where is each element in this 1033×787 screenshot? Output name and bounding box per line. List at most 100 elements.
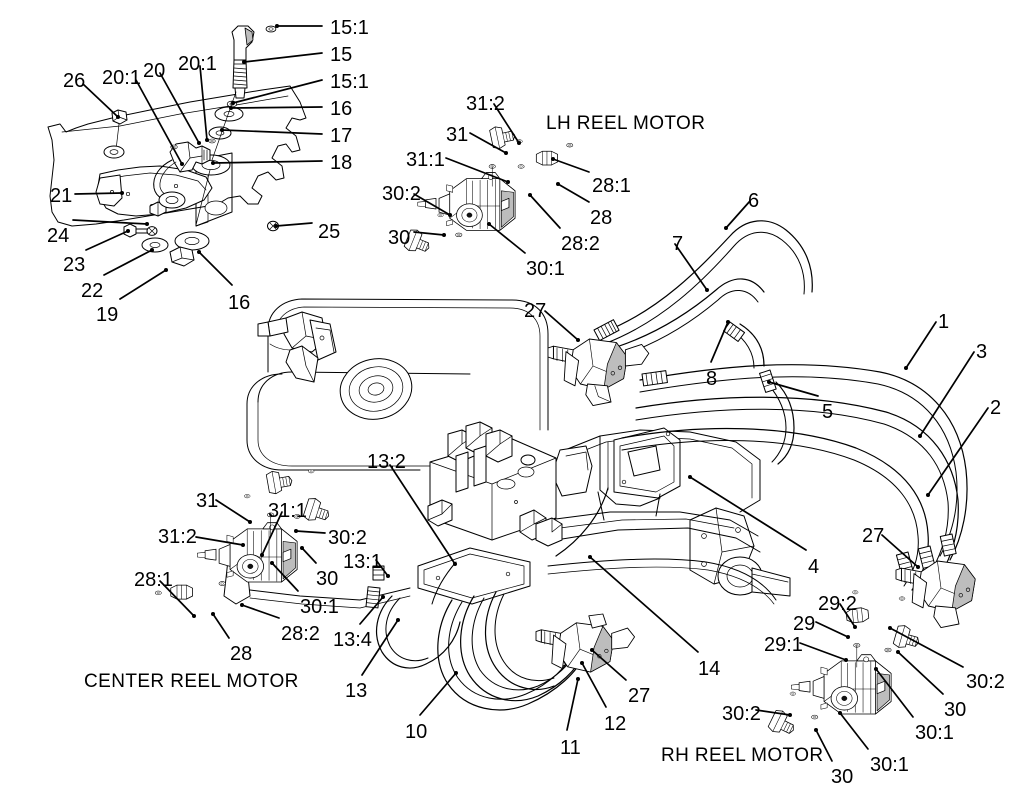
leader-28-1 [159, 580, 195, 617]
leader-tip [590, 648, 594, 652]
callout-13-1: 13:1 [343, 551, 382, 573]
leader-20 [159, 72, 200, 144]
leader-31 [469, 132, 507, 154]
leader-23 [85, 230, 129, 251]
leader-tip [888, 626, 892, 630]
leader-tip [926, 493, 930, 497]
callout-28-1: 28:1 [134, 569, 173, 591]
leader-tip [846, 635, 850, 639]
leader-27 [881, 534, 919, 568]
leader-tip [248, 520, 252, 524]
callout-22: 22 [81, 280, 104, 302]
leader-19 [119, 269, 167, 300]
leader-20-1 [199, 65, 208, 141]
callout-13: 13 [345, 680, 368, 702]
leader-tip [576, 677, 580, 681]
leader-31-1 [445, 157, 509, 183]
callout-30-1: 30:1 [300, 596, 339, 618]
leader-tip [240, 603, 244, 607]
leader-21 [74, 192, 123, 195]
callout-15: 15 [330, 44, 353, 66]
callout-20: 20 [143, 60, 166, 82]
leader-25 [275, 222, 313, 227]
leader-31 [215, 499, 251, 523]
callout-3: 3 [976, 341, 988, 363]
callout-30-2: 30:2 [382, 183, 421, 205]
leader-tip [396, 618, 400, 622]
leader-tip [442, 233, 446, 237]
leader-tip [767, 380, 771, 384]
leader-tip [211, 612, 215, 616]
callout-30: 30 [944, 699, 967, 721]
leader-18 [212, 160, 323, 164]
callout-30: 30 [316, 568, 339, 590]
leader-tip [241, 543, 245, 547]
leader-tip [504, 151, 508, 155]
leader-tip [844, 658, 848, 662]
leader-tip [453, 562, 457, 566]
callout-26: 26 [63, 70, 86, 92]
callout-30-1: 30:1 [526, 258, 565, 280]
section-label-lh-reel-motor: LH REEL MOTOR [546, 113, 706, 134]
callout-6: 6 [748, 190, 760, 212]
leader-27 [591, 649, 627, 681]
leader-tip [506, 180, 510, 184]
leader-7 [674, 243, 708, 291]
leader-tip [528, 193, 532, 197]
callout-31-2: 31:2 [466, 93, 505, 115]
leader-tip [260, 553, 264, 557]
callout-27: 27 [862, 525, 885, 547]
leader-tip [211, 161, 215, 165]
leader-tip [551, 157, 555, 161]
leader-tip [688, 475, 692, 479]
callout-8: 8 [706, 368, 718, 390]
leader-30-1 [488, 223, 526, 254]
leader-30-2 [755, 709, 791, 716]
leader-28 [557, 183, 590, 203]
callout-23: 23 [63, 254, 86, 276]
leader-28-1 [552, 158, 590, 173]
callout-28-1: 28:1 [592, 175, 631, 197]
callout-28-2: 28:2 [281, 623, 320, 645]
leader-15 [243, 52, 323, 63]
leader-tip [120, 191, 124, 195]
section-label-center-reel-motor: CENTER REEL MOTOR [84, 671, 299, 692]
callout-28: 28 [590, 207, 613, 229]
section-label-rh-reel-motor: RH REEL MOTOR [661, 745, 824, 766]
leader-13-4 [359, 596, 384, 625]
leader-tip [448, 213, 452, 217]
leader-tip [150, 248, 154, 252]
leader-30-2 [413, 193, 451, 216]
callout-2: 2 [990, 397, 1002, 419]
callout-31: 31 [196, 490, 219, 512]
callout-18: 18 [330, 152, 353, 174]
leader-tip [918, 434, 922, 438]
leader-31-2 [195, 536, 244, 546]
callout-30: 30 [831, 766, 854, 787]
rh-reel-motor-group [766, 590, 923, 740]
leader-tip [145, 222, 149, 226]
control-valve-block [427, 421, 557, 541]
callout-29-1: 29:1 [764, 634, 803, 656]
callout-14: 14 [698, 658, 721, 680]
leader-30-1 [271, 562, 299, 592]
leader-tip [126, 229, 130, 233]
leader-tip [180, 162, 184, 166]
leader-29 [815, 621, 849, 638]
callout-19: 19 [96, 304, 119, 326]
leader-tip [838, 711, 842, 715]
leader-tip [197, 250, 201, 254]
leader-tip [576, 338, 580, 342]
leader-tip [231, 101, 235, 105]
callout-28-2: 28:2 [561, 233, 600, 255]
leader-15-1 [232, 79, 323, 104]
leader-tip [788, 713, 792, 717]
leader-tip [705, 288, 709, 292]
callout-29-2: 29:2 [818, 593, 857, 615]
leader-tip [487, 222, 491, 226]
center-reel-motor-group [154, 467, 333, 600]
leader-30-1 [875, 668, 914, 718]
callout-15-1: 15:1 [330, 71, 369, 93]
leader-tip [229, 106, 233, 110]
callout-29: 29 [793, 613, 816, 635]
